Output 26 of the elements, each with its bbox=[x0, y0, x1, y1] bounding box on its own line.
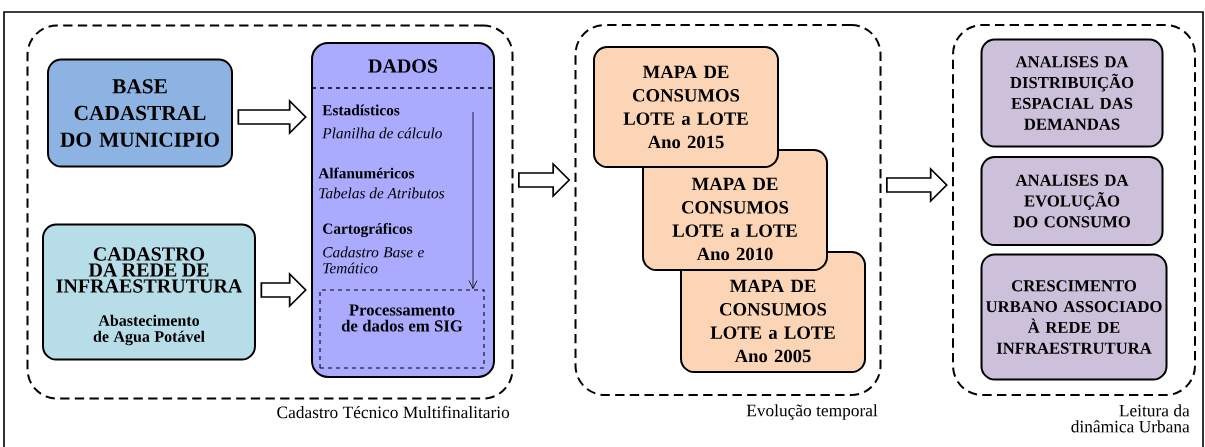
group-caption: Leitura da dinâmica Urbana bbox=[1071, 404, 1190, 433]
group-frame bbox=[26, 24, 514, 419]
category-label: Cartográficos bbox=[323, 222, 413, 238]
process-box: ANALISES DA EVOLUÇÃO DO CONSUMO bbox=[980, 156, 1164, 246]
data-panel bbox=[311, 42, 495, 378]
block-arrow bbox=[885, 166, 948, 204]
arrow bbox=[468, 111, 478, 289]
process-box: CRESCIMENTO URBANO ASSOCIADO À REDE DE INFRAESTRUTURA bbox=[980, 253, 1168, 381]
example-text: Tabelas de Atributos bbox=[319, 187, 445, 199]
example-text: Cadastro Base e Temático bbox=[323, 246, 424, 274]
block-arrow bbox=[260, 271, 307, 309]
group-frame bbox=[952, 24, 1196, 433]
process-box: ANALISES DA DISTRIBUIÇÃO ESPACIAL DAS DEMANDAS bbox=[980, 38, 1164, 148]
map-card: MAPA DE CONSUMOS LOTE a LOTE Ano 2015 bbox=[593, 46, 779, 168]
process-box: CADASTRO DA REDE DE INFRAESTRUTURA Abastecimento de Agua Potável bbox=[42, 223, 256, 361]
process-box: BASE CADASTRAL DO MUNICIPIO bbox=[47, 58, 233, 168]
group-frame bbox=[574, 24, 882, 420]
category-label: Alfanuméricos bbox=[318, 167, 415, 179]
group-caption: Cadastro Técnico Multifinalitario bbox=[277, 405, 510, 419]
panel-title: DADOS bbox=[368, 59, 438, 73]
category-label: Estadísticos bbox=[322, 104, 400, 116]
process-box: Processamento de dados em SIG bbox=[319, 289, 485, 369]
block-arrow bbox=[517, 161, 571, 199]
example-text: Planilha de cálculo bbox=[322, 127, 442, 139]
group-caption: Evolução temporal bbox=[746, 404, 878, 420]
block-arrow bbox=[237, 98, 307, 136]
